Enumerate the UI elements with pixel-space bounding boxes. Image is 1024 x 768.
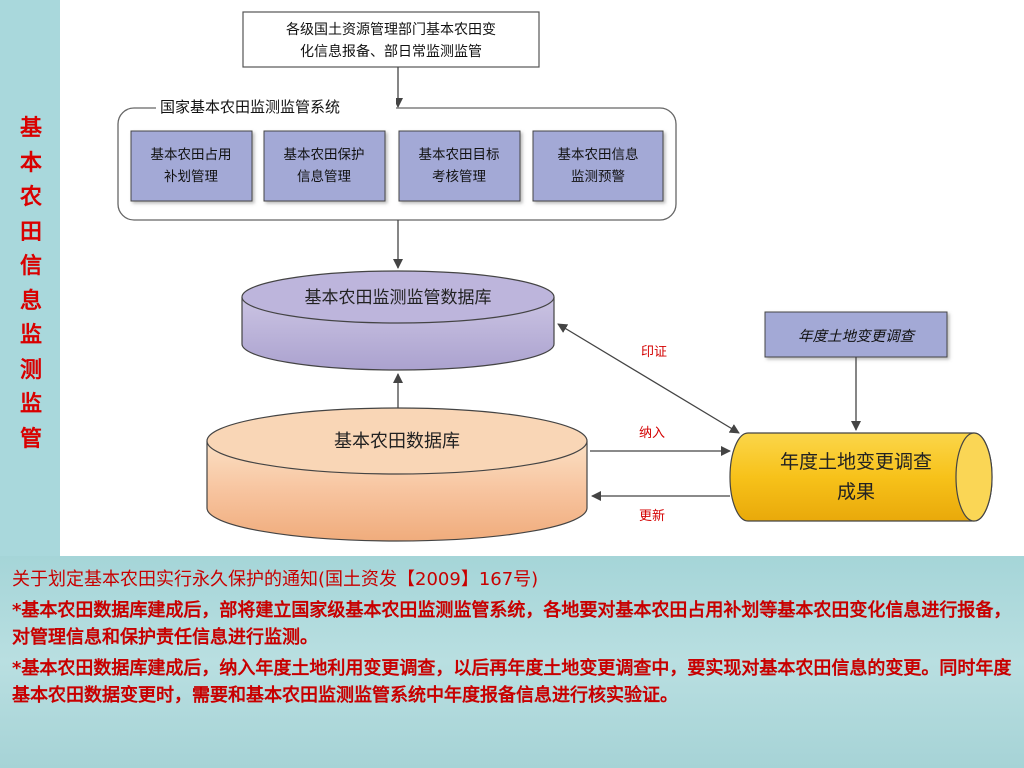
note-paragraph-1: *基本农田数据库建成后，部将建立国家级基本农田监测监管系统，各地要对基本农田占用…	[12, 600, 1012, 648]
module-line2: 监测预警	[571, 169, 625, 185]
vertical-title-char: 田	[19, 219, 42, 245]
vertical-title-char: 信	[19, 254, 42, 279]
farmland-database: 基本农田数据库	[206, 407, 588, 542]
verify-arrow	[557, 323, 740, 434]
module-line2: 考核管理	[432, 169, 486, 185]
monitoring-database: 基本农田监测监管数据库	[241, 270, 555, 371]
notice-reference: 关于划定基本农田实行永久保护的通知(国土资发【2009】167号)	[12, 569, 539, 590]
monitoring-database-label: 基本农田监测监管数据库	[305, 288, 492, 308]
survey-result-cylinder: 年度土地变更调查 成果	[729, 432, 993, 522]
vertical-title-char: 监	[19, 392, 42, 417]
reporting-box-line1: 各级国土资源管理部门基本农田变	[286, 21, 496, 38]
update-label: 更新	[639, 508, 665, 524]
vertical-title-char: 基	[19, 116, 42, 141]
left-sidebar: 基 本 农 田 信 息 监 测 监 管	[0, 0, 60, 556]
module-line2: 信息管理	[297, 168, 351, 185]
module-line1: 基本农田保护	[284, 146, 365, 163]
verify-label: 印证	[641, 345, 667, 360]
vertical-title-char: 本	[19, 150, 42, 176]
notes-panel: 关于划定基本农田实行永久保护的通知(国土资发【2009】167号) *基本农田数…	[0, 556, 1024, 768]
survey-result-line2: 成果	[837, 481, 875, 503]
module-box: 基本农田占用 补划管理	[130, 130, 253, 202]
land-survey-label: 年度土地变更调查	[798, 328, 916, 345]
vertical-title-char: 管	[19, 426, 42, 452]
vertical-title-char: 测	[19, 357, 42, 383]
vertical-title-char: 农	[19, 185, 42, 210]
vertical-title: 基 本 农 田 信 息 监 测 监 管	[14, 112, 48, 457]
vertical-title-char: 监	[19, 323, 42, 348]
include-label: 纳入	[639, 426, 665, 441]
module-line1: 基本农田目标	[419, 146, 500, 163]
flow-diagram: 各级国土资源管理部门基本农田变 化信息报备、部日常监测监管 国家基本农田监测监管…	[117, 11, 993, 542]
module-line1: 基本农田信息	[558, 146, 639, 163]
survey-result-line1: 年度土地变更调查	[780, 451, 932, 473]
module-line1: 基本农田占用	[151, 146, 232, 163]
system-group-label: 国家基本农田监测监管系统	[160, 98, 340, 116]
land-survey-box: 年度土地变更调查	[764, 311, 948, 358]
reporting-box-line2: 化信息报备、部日常监测监管	[300, 43, 482, 60]
module-line2: 补划管理	[164, 169, 218, 185]
vertical-title-char: 息	[19, 288, 42, 314]
module-box: 基本农田目标 考核管理	[398, 130, 521, 202]
farmland-database-label: 基本农田数据库	[334, 431, 460, 452]
monitoring-system-group: 国家基本农田监测监管系统 基本农田占用 补划管理 基本农田保护 信息管理 基本农…	[117, 96, 677, 221]
note-paragraph-2: *基本农田数据库建成后，纳入年度土地利用变更调查，以后再年度土地变更调查中，要实…	[12, 658, 1012, 706]
module-box: 基本农田信息 监测预警	[532, 130, 664, 202]
diagram-canvas: 各级国土资源管理部门基本农田变 化信息报备、部日常监测监管 国家基本农田监测监管…	[60, 0, 1024, 556]
reporting-box: 各级国土资源管理部门基本农田变 化信息报备、部日常监测监管	[242, 11, 540, 68]
module-box: 基本农田保护 信息管理	[263, 130, 386, 202]
